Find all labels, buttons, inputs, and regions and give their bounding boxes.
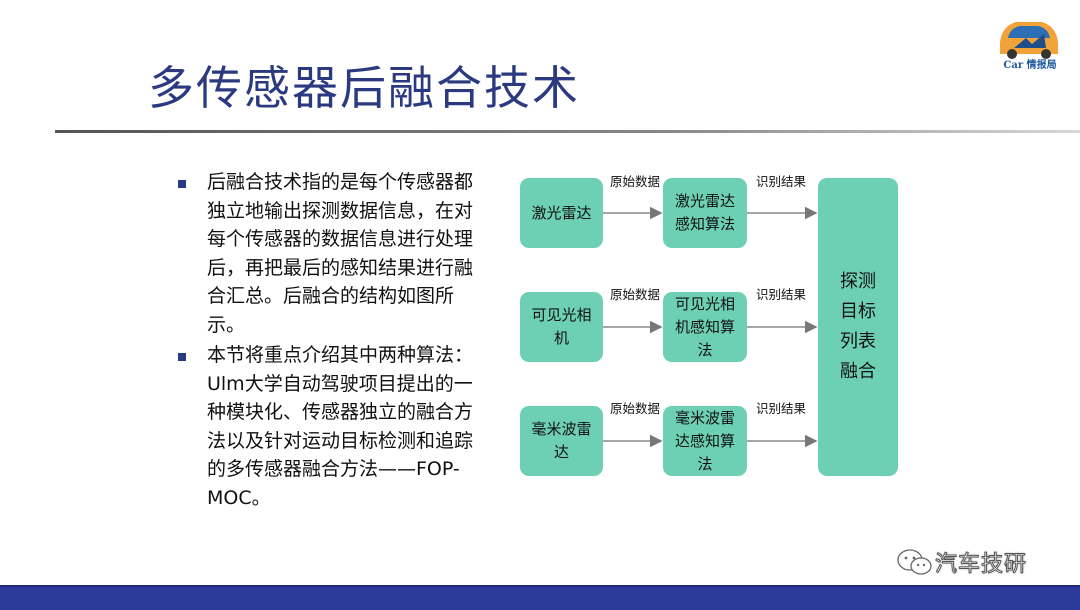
- fusion-line: 探测: [840, 271, 876, 292]
- fusion-diagram: 激光雷达 可见光相机 毫米波雷达 激光雷达感知算法 可见光相机感知算法 毫米波雷…: [515, 165, 915, 485]
- slide-title: 多传感器后融合技术: [148, 61, 580, 115]
- car-intelligence-logo: [994, 12, 1064, 74]
- raw-data-label: 原始数据: [610, 174, 661, 189]
- bullet-text: 后融合技术指的是每个传感器都独立地输出探测数据信息，在对每个传感器的数据信息进行…: [207, 171, 474, 336]
- diagram-arrows: [603, 206, 818, 448]
- bullet-item: 本节将重点介绍其中两种算法：Ulm大学自动驾驶项目提出的一种模块化、传感器独立的…: [178, 341, 488, 512]
- algorithm-box-radar: 毫米波雷达感知算法: [663, 406, 747, 476]
- fusion-box: 探测 目标 列表 融合: [818, 178, 898, 476]
- sensor-box-lidar: 激光雷达: [520, 178, 603, 248]
- algorithm-box-lidar: 激光雷达感知算法: [663, 178, 747, 248]
- result-label: 识别结果: [756, 287, 807, 302]
- bullet-item: 后融合技术指的是每个传感器都独立地输出探测数据信息，在对每个传感器的数据信息进行…: [178, 168, 488, 339]
- title-divider: [55, 130, 1080, 133]
- result-label: 识别结果: [756, 401, 807, 416]
- wechat-icon: [897, 549, 932, 575]
- raw-data-label: 原始数据: [610, 401, 661, 416]
- fusion-line: 列表: [840, 331, 876, 352]
- algorithm-box-camera: 可见光相机感知算法: [663, 292, 747, 362]
- sensor-box-camera: 可见光相机: [520, 292, 603, 362]
- logo-caption: Car 情报局: [1003, 60, 1057, 71]
- fusion-line: 目标: [840, 301, 876, 322]
- bullet-list: 后融合技术指的是每个传感器都独立地输出探测数据信息，在对每个传感器的数据信息进行…: [178, 168, 488, 514]
- sensor-box-radar: 毫米波雷达: [520, 406, 603, 476]
- bottom-bar: [0, 585, 1080, 610]
- watermark-text: 汽车技研: [934, 552, 1028, 578]
- fusion-line: 融合: [840, 361, 876, 382]
- bullet-text: 本节将重点介绍其中两种算法：Ulm大学自动驾驶项目提出的一种模块化、传感器独立的…: [207, 344, 474, 509]
- car-logo-icon: [1000, 22, 1058, 59]
- bullet-square-icon: [178, 353, 186, 361]
- bullet-square-icon: [178, 180, 186, 188]
- result-label: 识别结果: [756, 174, 807, 189]
- raw-data-label: 原始数据: [610, 287, 661, 302]
- watermark: 汽车技研: [895, 546, 1027, 578]
